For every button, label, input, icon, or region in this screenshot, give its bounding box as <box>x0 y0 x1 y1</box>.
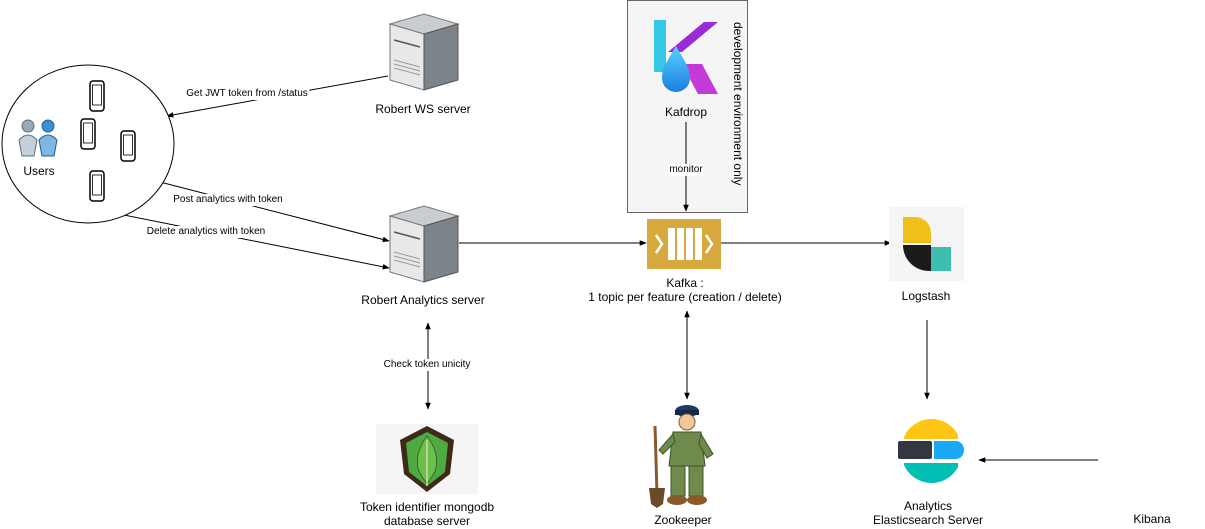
mobile-phone-icon <box>120 130 136 162</box>
elasticsearch-label-line2: Elasticsearch Server <box>872 513 984 527</box>
unicity-edge-label: Check token unicity <box>382 359 472 371</box>
zookeeper-label: Zookeeper <box>654 513 712 527</box>
kafka-queue-icon <box>647 219 721 269</box>
kafdrop-logo <box>654 20 718 94</box>
elasticsearch-logo <box>898 419 964 483</box>
jwt-edge-label: Get JWT token from /status <box>185 88 309 100</box>
mobile-phone-icon <box>89 80 105 112</box>
kafdrop-label: Kafdrop <box>664 105 708 119</box>
mongodb-label-line1: Token identifier mongodb <box>359 500 495 514</box>
ws-server-label: Robert WS server <box>375 102 471 116</box>
mobile-phone-icon <box>89 170 105 202</box>
logstash-logo <box>889 207 964 281</box>
mobile-phone-icon <box>80 118 96 150</box>
elasticsearch-label-line1: Analytics <box>903 499 953 513</box>
users-label: Users <box>23 164 55 178</box>
kafka-label: Kafka : 1 topic per feature (creation / … <box>588 276 781 304</box>
dev-environment-container <box>627 0 748 213</box>
mongodb-label-line2: database server <box>383 514 471 528</box>
monitor-edge-label: monitor <box>668 164 704 176</box>
server-tower-icon <box>388 13 460 91</box>
post-edge-label: Post analytics with token <box>172 194 284 206</box>
elasticsearch-label: Analytics Elasticsearch Server <box>873 499 983 527</box>
kafka-label-line2: 1 topic per feature (creation / delete) <box>588 290 782 304</box>
mongodb-label: Token identifier mongodb database server <box>360 500 494 528</box>
edge-post <box>159 181 390 243</box>
logstash-label: Logstash <box>901 289 951 303</box>
zookeeper-mascot <box>649 405 714 508</box>
edge-delete <box>123 214 390 270</box>
delete-edge-label: Delete analytics with token <box>145 226 267 238</box>
user-icon <box>18 119 58 157</box>
mongodb-leaf-logo <box>376 424 478 494</box>
dev-environment-label: development environment only <box>731 22 745 186</box>
kafka-label-line1: Kafka : <box>666 276 704 290</box>
analytics-server-label: Robert Analytics server <box>361 293 485 307</box>
server-tower-icon <box>388 205 460 283</box>
kibana-label: Kibana <box>1133 512 1171 526</box>
